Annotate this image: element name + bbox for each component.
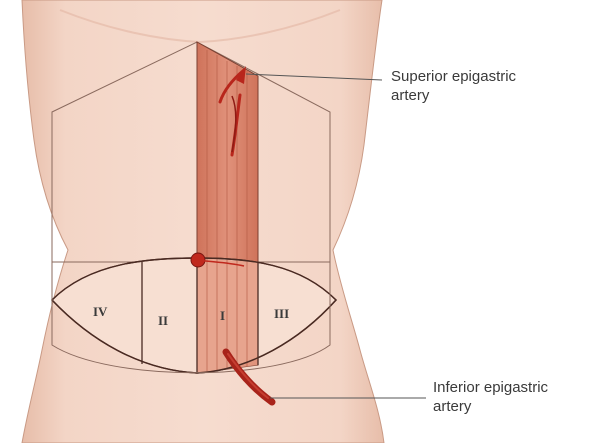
superior-epigastric-label: Superior epigastric artery (391, 67, 516, 105)
zone-label-3: III (274, 306, 289, 321)
zone-label-2: II (158, 313, 168, 328)
superior-label-line1: Superior epigastric (391, 67, 516, 86)
inferior-label-line2: artery (433, 397, 548, 416)
zone-label-1: I (220, 308, 225, 323)
superior-label-line2: artery (391, 86, 516, 105)
zone-label-4: IV (93, 304, 108, 319)
inferior-epigastric-label: Inferior epigastric artery (433, 378, 548, 416)
inferior-label-line1: Inferior epigastric (433, 378, 548, 397)
